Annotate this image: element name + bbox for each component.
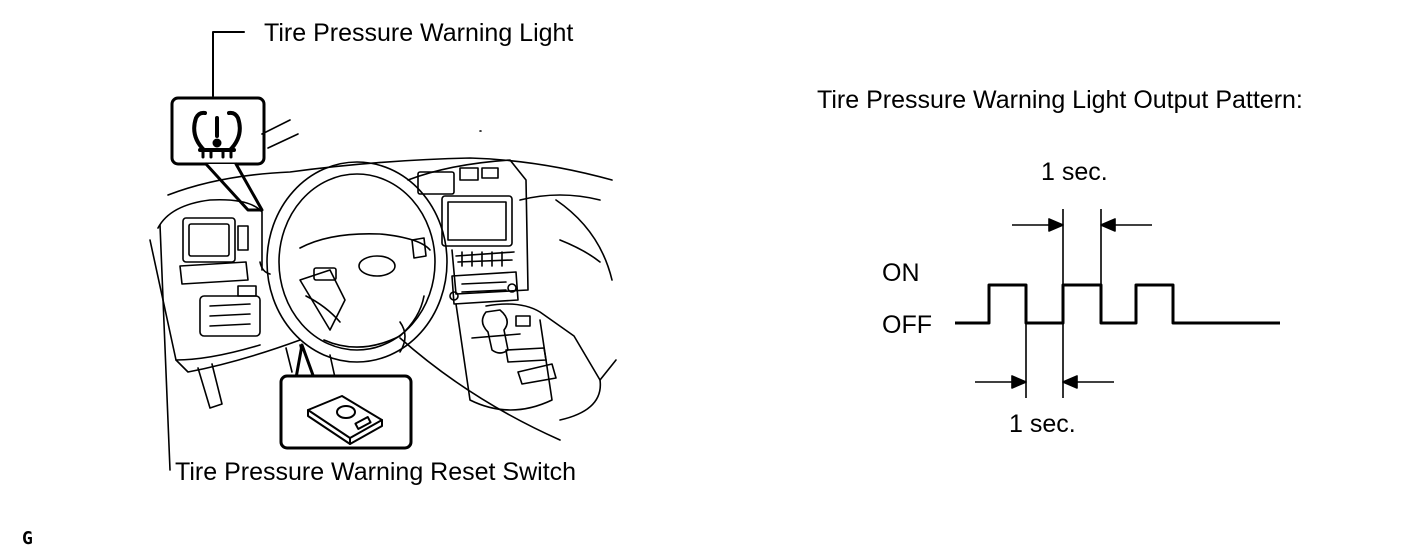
dashboard-illustration — [149, 119, 617, 471]
top-interval-label: 1 sec. — [1041, 158, 1108, 186]
warning-light-leader — [212, 31, 245, 97]
output-waveform — [955, 283, 1280, 325]
top-interval-dimension — [1012, 209, 1152, 285]
tire-pressure-warning-icon — [192, 110, 242, 159]
on-state-label: ON — [882, 259, 920, 287]
output-pattern-title: Tire Pressure Warning Light Output Patte… — [817, 86, 1303, 114]
warning-light-label: Tire Pressure Warning Light — [264, 19, 574, 47]
bottom-interval-dimension — [975, 323, 1114, 398]
reset-switch-label: Tire Pressure Warning Reset Switch — [175, 458, 577, 486]
corner-mark: G — [22, 528, 33, 549]
off-state-label: OFF — [882, 311, 932, 339]
bottom-interval-label: 1 sec. — [1009, 410, 1076, 438]
reset-switch-icon — [307, 395, 383, 445]
warning-light-callout — [170, 96, 266, 212]
